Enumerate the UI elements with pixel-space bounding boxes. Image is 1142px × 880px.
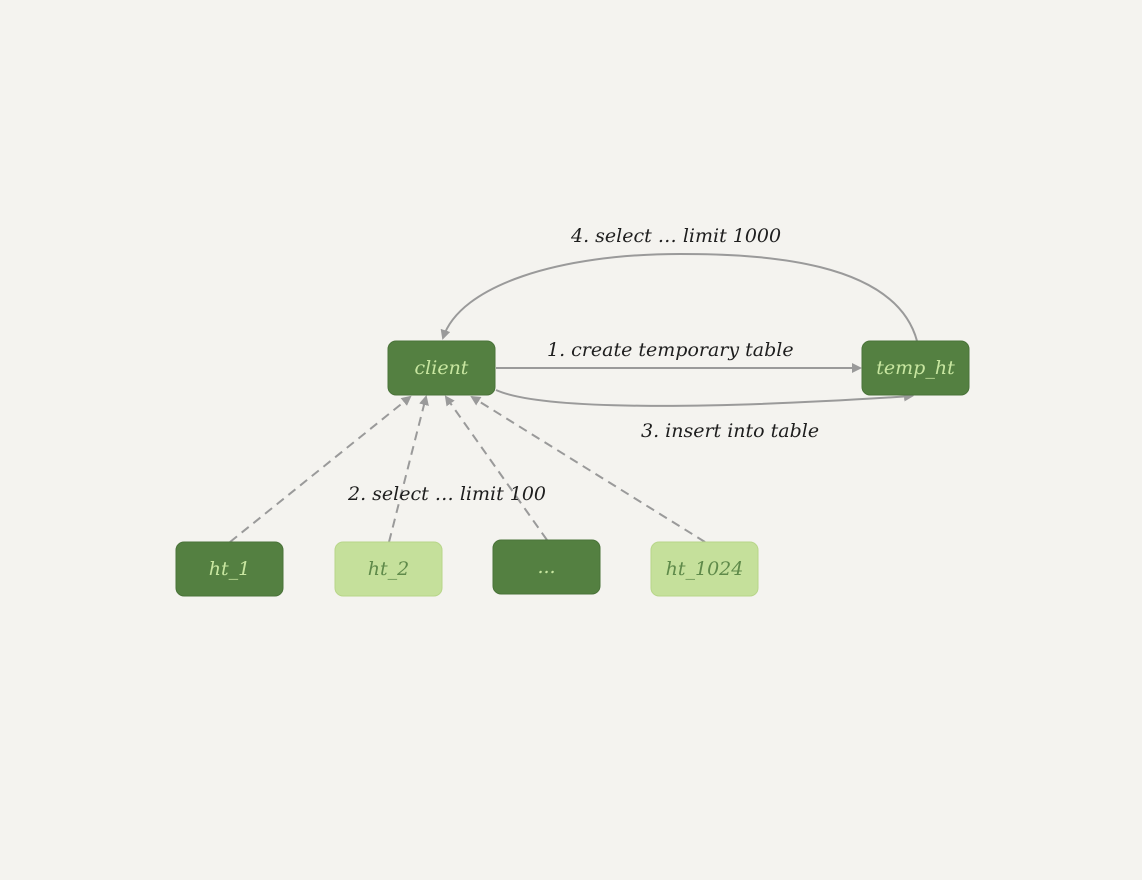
- edge-insert-into-table: [495, 389, 914, 407]
- edge-ht-1-to-client: [229, 395, 412, 543]
- node-ht-1-label: ht_1: [209, 558, 250, 580]
- node-ht-2: ht_2: [334, 541, 443, 597]
- edge-ht-1024-to-client: [470, 395, 706, 543]
- edge-ht-2-to-client: [388, 395, 429, 543]
- node-ht-1: ht_1: [175, 541, 284, 597]
- node-ht-ellipsis-label: ...: [537, 556, 555, 578]
- label-select-limit-100: 2. select … limit 100: [347, 483, 546, 505]
- edge-select-limit-1000: [440, 252, 918, 342]
- node-ht-1024-label: ht_1024: [666, 558, 744, 580]
- label-select-limit-1000: 4. select … limit 1000: [570, 225, 781, 247]
- node-client: client: [387, 340, 496, 396]
- node-ht-ellipsis: ...: [492, 539, 601, 595]
- label-insert-into-table: 3. insert into table: [641, 420, 819, 442]
- node-temp-ht-label: temp_ht: [876, 357, 955, 379]
- label-create-temporary-table: 1. create temporary table: [547, 339, 794, 361]
- node-temp-ht: temp_ht: [861, 340, 970, 396]
- node-ht-1024: ht_1024: [650, 541, 759, 597]
- edge-ht-ellipsis-to-client: [444, 395, 548, 541]
- node-client-label: client: [415, 357, 469, 379]
- node-ht-2-label: ht_2: [368, 558, 409, 580]
